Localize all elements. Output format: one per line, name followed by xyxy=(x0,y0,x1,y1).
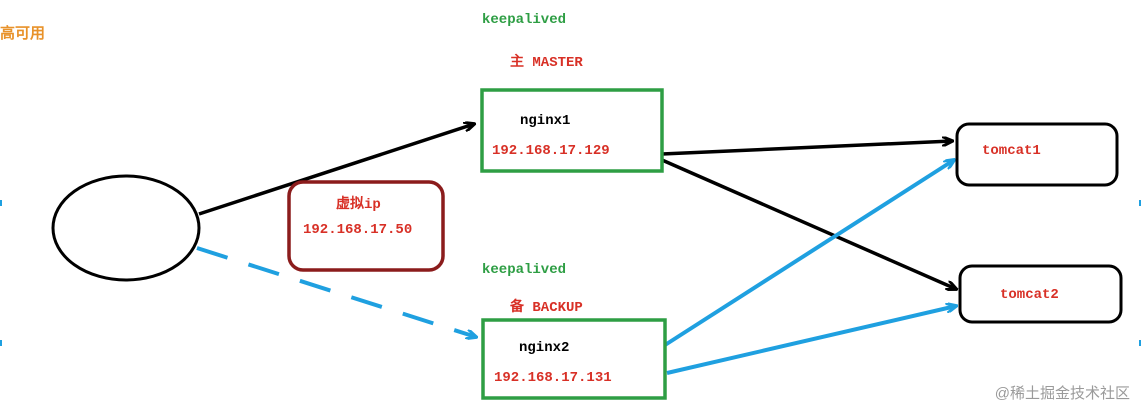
tomcat2-box xyxy=(958,264,1123,324)
link-client-nginx1 xyxy=(198,124,474,216)
vip-address: 192.168.17.50 xyxy=(303,222,413,238)
watermark: @稀土掘金技术社区 xyxy=(994,385,1130,402)
tomcat2-label: tomcat2 xyxy=(1000,287,1059,303)
nginx2-hostname: nginx2 xyxy=(519,340,570,356)
vip-label: 虚拟ip xyxy=(336,197,381,213)
tomcat1-box xyxy=(955,122,1119,187)
client-node xyxy=(51,174,201,282)
link-nginx1-tomcat1 xyxy=(661,141,952,156)
vip-box xyxy=(287,180,445,272)
backup-keepalived-label: keepalived xyxy=(482,262,567,278)
master-role-label: 主 MASTER xyxy=(510,55,583,71)
master-keepalived-label: keepalived xyxy=(482,12,567,28)
nginx1-hostname: nginx1 xyxy=(520,113,571,129)
diagram-title: 高可用 xyxy=(0,25,46,42)
backup-role-label: 备 BACKUP xyxy=(510,300,583,316)
link-client-nginx2 xyxy=(196,246,476,337)
link-nginx2-tomcat2 xyxy=(666,306,956,375)
nginx1-box xyxy=(480,88,664,173)
nginx2-ip: 192.168.17.131 xyxy=(494,370,612,386)
link-nginx1-tomcat2 xyxy=(661,158,956,289)
link-nginx2-tomcat1 xyxy=(663,160,954,347)
tomcat1-label: tomcat1 xyxy=(982,143,1041,159)
nginx1-ip: 192.168.17.129 xyxy=(492,143,610,159)
nginx2-box xyxy=(481,318,667,400)
